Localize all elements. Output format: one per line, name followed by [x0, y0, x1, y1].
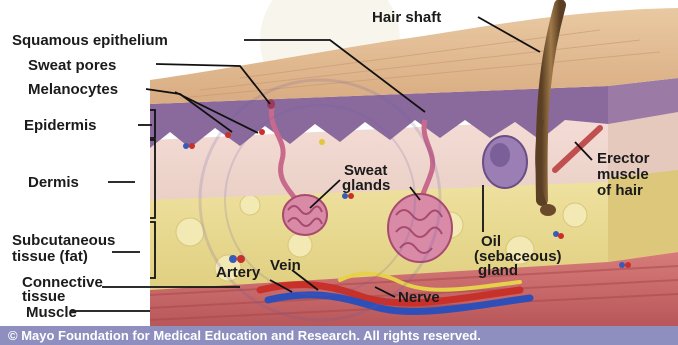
label-squamous-epithelium: Squamous epithelium	[12, 32, 168, 49]
label-sweat-pores: Sweat pores	[28, 57, 116, 74]
label-hair-shaft: Hair shaft	[372, 9, 441, 26]
label-muscle: Muscle	[26, 304, 77, 321]
label-erector-line2: muscle	[597, 166, 649, 183]
label-sweat-glands-line2: glands	[342, 177, 390, 194]
oil-gland	[483, 136, 527, 188]
label-oil-gland-line3: gland	[478, 262, 518, 279]
sweat-gland-left	[283, 195, 327, 235]
label-nerve: Nerve	[398, 289, 440, 306]
label-dermis: Dermis	[28, 174, 79, 191]
copyright-text: © Mayo Foundation for Medical Education …	[8, 328, 481, 343]
label-connective-line2: tissue	[22, 288, 65, 305]
label-erector-line1: Erector	[597, 150, 650, 167]
label-artery: Artery	[216, 264, 261, 281]
label-subcutaneous-line2: tissue (fat)	[12, 248, 88, 265]
label-vein: Vein	[270, 257, 301, 274]
label-melanocytes: Melanocytes	[28, 81, 118, 98]
label-subcutaneous-line1: Subcutaneous	[12, 232, 115, 249]
sweat-gland-right	[388, 194, 452, 262]
label-epidermis: Epidermis	[24, 117, 97, 134]
label-erector-line3: of hair	[597, 182, 643, 199]
